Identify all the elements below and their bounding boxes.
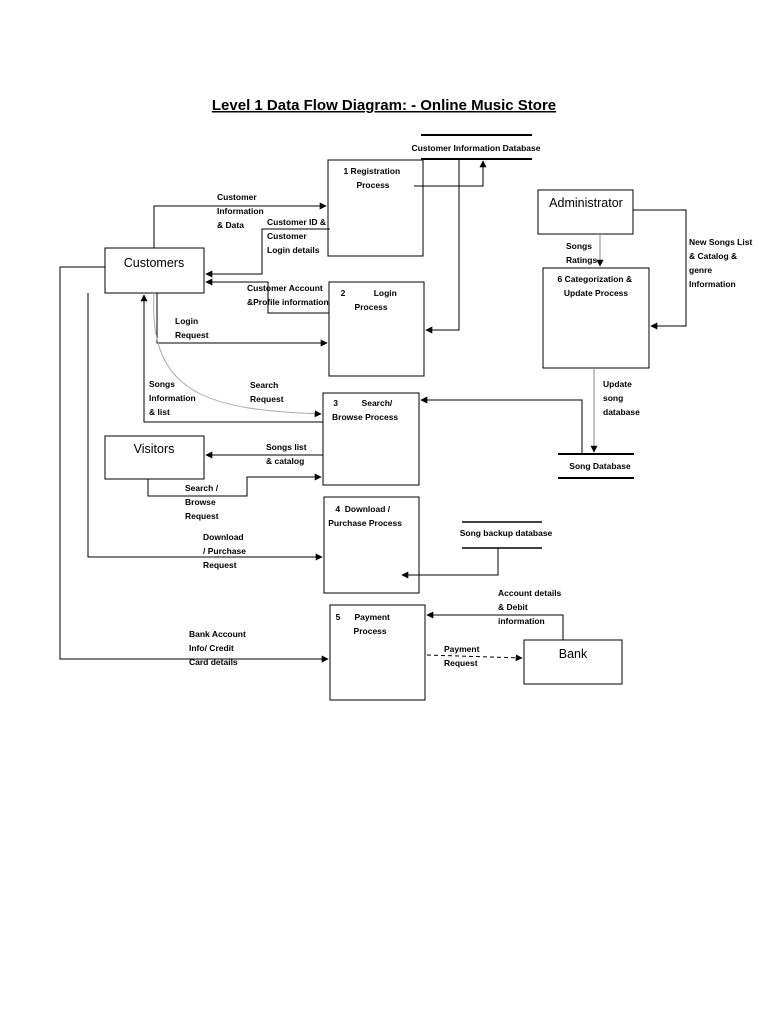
flow-visitors-to-search xyxy=(147,473,322,497)
datastore-song-database-label: Song Database xyxy=(569,461,631,471)
process-download-purchase: 4 Download / Purchase Process xyxy=(323,496,420,594)
label-songs-list-catalog: Songs list & catalog xyxy=(266,442,309,466)
svg-text:4 Download / Purchase P: 4 Download / Purchase Process xyxy=(328,504,414,528)
process-categorization-line-2: Update Process xyxy=(564,288,629,298)
flow-customer-to-registration xyxy=(153,202,327,248)
svg-text:5 Payment Process: 5 Payment Process xyxy=(336,612,407,636)
entity-visitors-label: Visitors xyxy=(134,442,175,456)
label-search-browse-request: Search / Browse Request xyxy=(185,483,220,521)
process-categorization: 6 Categorization & Update Process xyxy=(542,267,650,369)
label-bank-account-info: Bank Account Info/ Credit Card details xyxy=(189,629,248,667)
flow-customer-db-to-login xyxy=(425,159,460,334)
flow-registration-to-customer-db xyxy=(414,160,487,187)
process-download-line-2: Purchase Process xyxy=(328,518,402,528)
process-payment: 5 Payment Process xyxy=(329,604,426,701)
label-download-purchase-request: Download / Purchase Request xyxy=(203,532,248,570)
entity-customers-label: Customers xyxy=(124,256,184,270)
flow-login-to-customer xyxy=(205,278,329,314)
entity-bank-label: Bank xyxy=(559,647,588,661)
flow-search-to-customer xyxy=(140,294,323,423)
label-songs-info-list: Songs Information & list xyxy=(149,379,198,417)
datastore-customer-information: Customer Information Database xyxy=(412,134,541,160)
flow-payment-to-bank xyxy=(426,654,523,662)
label-account-debit-info: Account details & Debit information xyxy=(498,588,564,626)
process-payment-line-1: 5 Payment xyxy=(336,612,390,622)
flow-lines xyxy=(59,159,687,663)
entity-bank: Bank xyxy=(523,639,623,685)
entity-administrator-label: Administrator xyxy=(549,196,623,210)
label-songs-ratings: Songs Ratings xyxy=(566,241,597,265)
flow-customer-to-download xyxy=(87,293,323,561)
flow-bank-to-payment xyxy=(426,611,564,640)
process-registration-line-2: Process xyxy=(356,180,389,190)
flow-customer-to-login xyxy=(156,293,328,347)
process-download-line-1: 4 Download / xyxy=(335,504,390,514)
process-login-line-1: 2 Login xyxy=(341,288,397,298)
flow-customer-to-payment xyxy=(59,266,329,663)
svg-text:1 Registration Process: 1 Registration Process xyxy=(343,166,402,190)
process-payment-line-2: Process xyxy=(354,626,387,636)
label-update-song-db: Update song database xyxy=(603,379,640,417)
datastore-song-database: Song Database xyxy=(558,453,634,479)
datastore-song-backup: Song backup database xyxy=(460,521,553,549)
label-customer-info-data: Customer Information & Data xyxy=(217,192,266,230)
label-customer-id-login: Customer ID & Customer Login details xyxy=(267,217,328,255)
process-search-line-2: Browse Process xyxy=(332,412,398,422)
entity-visitors: Visitors xyxy=(104,435,205,480)
label-search-request: Search Request xyxy=(250,380,284,404)
process-categorization-line-1: 6 Categorization & xyxy=(558,274,633,284)
label-payment-request: Payment Request xyxy=(444,644,482,668)
label-new-songs-list: New Songs List & Catalog & genre Informa… xyxy=(689,237,755,289)
svg-text:2 Login Proce: 2 Login Process xyxy=(341,288,414,312)
svg-text:3 Search/ Brows: 3 Search/ Browse Process xyxy=(332,398,410,422)
process-registration-line-1: 1 Registration xyxy=(343,166,400,176)
entity-customers: Customers xyxy=(104,247,205,294)
process-search-browse: 3 Search/ Browse Process xyxy=(322,392,420,486)
label-account-profile: Customer Account &Profile information xyxy=(247,283,329,307)
datastore-song-backup-label: Song backup database xyxy=(460,528,553,538)
flow-customer-to-search xyxy=(153,292,322,418)
datastore-customer-information-label: Customer Information Database xyxy=(412,143,541,153)
svg-text:6 Categorization & Updat: 6 Categorization & Update Process xyxy=(558,274,635,298)
flow-admin-new-songs xyxy=(633,209,687,330)
flow-registration-to-customer xyxy=(205,228,330,278)
process-search-line-1: 3 Search/ xyxy=(333,398,393,408)
process-login: 2 Login Process xyxy=(328,281,425,377)
label-login-request: Login Request xyxy=(175,316,209,340)
process-login-line-2: Process xyxy=(355,302,388,312)
flow-song-db-to-search xyxy=(420,396,583,454)
flow-backup-to-download xyxy=(401,548,499,579)
process-registration: 1 Registration Process xyxy=(327,159,424,257)
diagram-title: Level 1 Data Flow Diagram: - Online Musi… xyxy=(212,97,556,114)
entity-administrator: Administrator xyxy=(537,189,634,235)
